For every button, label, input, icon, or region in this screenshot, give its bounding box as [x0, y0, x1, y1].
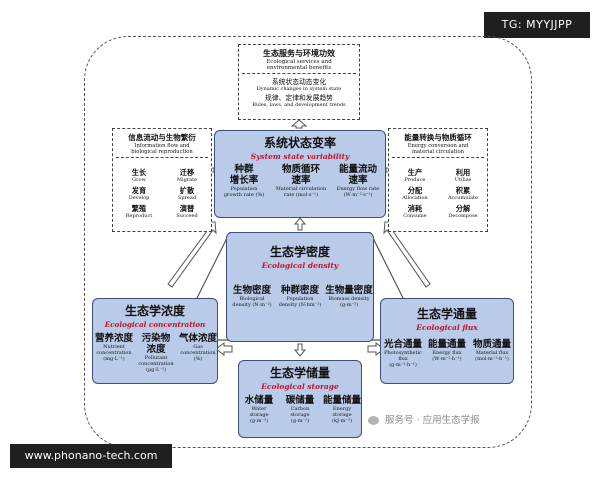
- photosynthetic-flux: 光合通量 Photosynthetic flux (g·m⁻²·h⁻¹): [383, 339, 422, 368]
- services-title-en1: Ecological services and: [266, 59, 332, 65]
- pollutant-concentration: 污染物 浓度 Pollutant concentration (μg·L⁻¹): [138, 333, 174, 373]
- telegram-badge: TG: MYYJJPP: [484, 12, 590, 38]
- info-flow-title-en2: biological reproduction: [131, 149, 193, 155]
- rules-cn: 规律、定律和发展趋势: [265, 94, 333, 102]
- energy-conv-title-cn: 能量转换与物质循环: [404, 133, 472, 142]
- arrow-concentration-storage: [215, 342, 233, 356]
- concentration-panel: 生态学浓度 Ecological concentration 营养浓度 Nutr…: [92, 298, 218, 384]
- arrow-top-to-variability: [290, 119, 308, 129]
- biomass-density: 生物量密度 Biomass density (g·m⁻²): [325, 285, 373, 308]
- services-title-en2: environmental benefits: [266, 65, 332, 71]
- service-account-text: 服务号 · 应用生态学报: [385, 415, 480, 426]
- energy-conv-title-en1: Energy conversion and: [407, 143, 469, 149]
- material-flux: 物质通量 Material flux (mol·m⁻²·h⁻¹): [472, 339, 511, 362]
- information-flow-box: 信息流动与生物繁衍 Information flow and biologica…: [112, 128, 212, 232]
- storage-panel: 生态学储量 Ecological storage 水储量 Water stora…: [238, 360, 362, 438]
- flux-title-en: Ecological flux: [416, 323, 478, 332]
- variability-title-cn: 系统状态变率: [263, 136, 336, 150]
- energy-conversion-box: 能量转换与物质循环 Energy conversion and material…: [388, 128, 488, 232]
- outer-frame: [84, 36, 532, 448]
- concentration-title-cn: 生态学浓度: [124, 304, 185, 318]
- url-watermark: www.phonano-tech.com: [10, 444, 172, 468]
- ecological-services-box: 生态服务与环境功效 Ecological services and enviro…: [238, 44, 360, 120]
- info-flow-title-en1: Information flow and: [134, 143, 190, 149]
- storage-title-cn: 生态学储量: [269, 366, 330, 380]
- carbon-storage: 碳储量 Carbon storage (g·m⁻²): [285, 395, 315, 424]
- storage-title-en: Ecological storage: [261, 382, 339, 391]
- energy-conv-title-en2: material circulation: [412, 149, 464, 155]
- energy-flow-rate: 能量流动 速率 Energy flow rate (W·m⁻²·s⁻¹): [336, 164, 380, 198]
- variability-title-en: System state variability: [250, 152, 350, 161]
- population-density: 种群密度 Population density (N·hm⁻²): [278, 285, 322, 308]
- arrow-variability-density: [293, 217, 307, 231]
- info-flow-title-cn: 信息流动与生物繁衍: [128, 133, 196, 142]
- gas-concentration: 气体浓度 Gas concentration (%): [178, 333, 217, 362]
- water-storage: 水储量 Water storage (g·m⁻²): [244, 395, 274, 424]
- energy-storage: 能量储量 Energy storage (kJ·m⁻²): [322, 395, 361, 424]
- biological-density: 生物密度 Biological density (N·m⁻²): [232, 285, 272, 308]
- material-circulation-rate: 物质循环 速率 Material circulation rate (mol·s…: [275, 164, 327, 198]
- services-title-cn: 生态服务与环境功效: [263, 49, 335, 58]
- dynamic-changes-en: Dynamic changes in system state: [256, 86, 342, 92]
- population-growth-rate: 种群 增长率 Population growth rate (%): [223, 164, 265, 198]
- arrow-density-storage: [293, 343, 307, 357]
- nutrient-concentration: 营养浓度 Nutrient concentration (mg·L⁻¹): [94, 333, 133, 362]
- variability-panel: 系统状态变率 System state variability 种群 增长率 P…: [214, 130, 386, 218]
- concentration-title-en: Ecological concentration: [104, 320, 206, 329]
- rules-en: Rules, laws, and development trends: [252, 102, 346, 108]
- flux-panel: 生态学通量 Ecological flux 光合通量 Photosyntheti…: [380, 298, 514, 384]
- density-panel: 生态学密度 Ecological density 生物密度 Biological…: [226, 232, 374, 342]
- energy-flux: 能量通量 Energy flux (W·m⁻²·h⁻¹): [427, 339, 466, 362]
- density-title-cn: 生态学密度: [269, 245, 330, 259]
- service-account-watermark: 服务号 · 应用生态学报: [368, 412, 518, 428]
- flux-title-cn: 生态学通量: [416, 307, 477, 321]
- density-title-en: Ecological density: [261, 261, 339, 270]
- dynamic-changes-cn: 系统状态动态变化: [271, 78, 327, 86]
- wechat-icon: [368, 416, 379, 425]
